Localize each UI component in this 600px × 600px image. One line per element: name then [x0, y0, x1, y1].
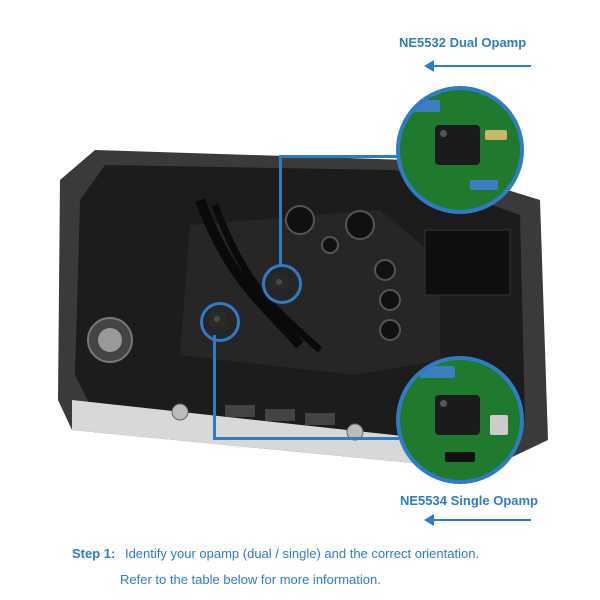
step-line1: Identify your opamp (dual / single) and …	[124, 546, 480, 561]
step1-instruction: Step 1: Identify your opamp (dual / sing…	[72, 546, 479, 561]
ne5534-zoom-view	[396, 356, 524, 484]
step1-instruction-line2: Refer to the table below for more inform…	[120, 572, 381, 587]
ne5534-arrow-icon	[424, 514, 531, 526]
ne5532-zoom-view	[396, 86, 524, 214]
single-opamp-connector	[213, 335, 216, 440]
ne5532-label: NE5532 Dual Opamp	[399, 35, 527, 50]
step-label: Step 1:	[72, 546, 116, 561]
dual-opamp-connector	[279, 157, 282, 267]
ne5534-label: NE5534 Single Opamp	[400, 493, 538, 508]
single-opamp-connector-h	[213, 437, 400, 440]
single-opamp-marker-icon	[200, 302, 240, 342]
dual-opamp-chip-icon	[272, 275, 288, 289]
single-opamp-chip-icon	[210, 312, 226, 326]
ne5532-arrow-icon	[424, 60, 531, 72]
dual-opamp-marker-icon	[262, 264, 302, 304]
dual-opamp-connector-h	[279, 155, 401, 158]
